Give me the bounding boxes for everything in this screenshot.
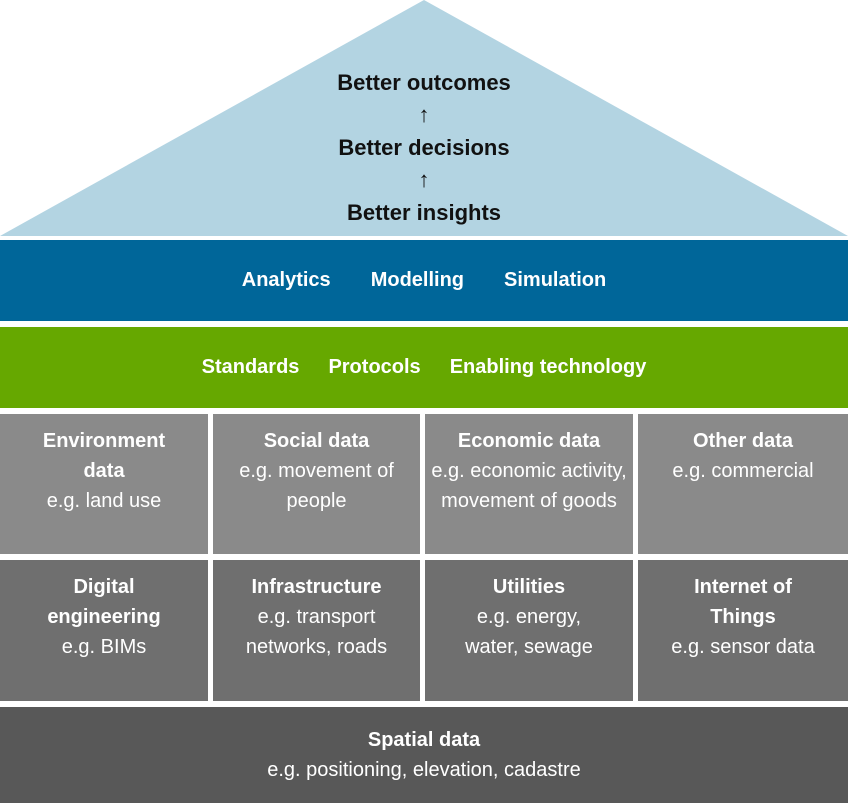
tile-title: Economic data [457, 430, 601, 452]
tile-environment-data: Environment data e.g. land use [0, 414, 208, 554]
roof-decisions-label: Better decisions [338, 135, 510, 160]
tile-title: Utilities [492, 576, 566, 598]
roof-outcomes-label: Better outcomes [337, 70, 511, 95]
tile-example: e.g. sensor data [671, 636, 815, 658]
tile-social-data: Social data e.g. movement of people [213, 414, 420, 554]
tile-example: e.g. BIMs [61, 636, 147, 658]
foundation-spatial-data: Spatial data e.g. positioning, elevation… [0, 707, 848, 803]
foundation-title: Spatial data [367, 729, 481, 751]
band-item-analytics: Analytics [241, 269, 331, 291]
tile-title: Other data [692, 430, 794, 452]
tile-example: e.g. commercial [672, 460, 814, 482]
tile-title: Infrastructure [251, 576, 382, 598]
foundation-example: e.g. positioning, elevation, cadastre [267, 759, 581, 781]
band-item-simulation: Simulation [504, 269, 607, 291]
band-item-enabling-technology: Enabling technology [449, 356, 647, 378]
analytics-band: Analytics Modelling Simulation [0, 240, 848, 321]
band-item-protocols: Protocols [328, 356, 421, 378]
band-item-standards: Standards [201, 356, 300, 378]
tile-utilities: Utilities e.g. energy, water, sewage [425, 560, 633, 701]
tile-internet-of-things: Internet of Things e.g. sensor data [638, 560, 848, 701]
tile-infrastructure: Infrastructure e.g. transport networks, … [213, 560, 420, 701]
tile-title: Internet of Things [694, 576, 792, 628]
tile-digital-engineering: Digital engineering e.g. BIMs [0, 560, 208, 701]
tile-title: Social data [263, 430, 370, 452]
band-item-modelling: Modelling [370, 269, 465, 291]
tile-example: e.g. energy, water, sewage [465, 606, 593, 658]
tile-example: e.g. land use [46, 490, 162, 512]
tile-example: e.g. movement of people [239, 460, 394, 512]
tile-title: Environment data [42, 430, 166, 482]
standards-band: Standards Protocols Enabling technology [0, 327, 848, 408]
tile-example: e.g. economic activity, movement of good… [431, 460, 627, 512]
tile-title: Digital engineering [47, 576, 161, 628]
roof-insights-label: Better insights [346, 200, 502, 225]
up-arrow-icon: ↑ [418, 167, 430, 192]
up-arrow-icon: ↑ [418, 102, 430, 127]
tile-other-data: Other data e.g. commercial [638, 414, 848, 554]
tile-economic-data: Economic data e.g. economic activity, mo… [425, 414, 633, 554]
roof-triangle [0, 0, 848, 236]
tile-example: e.g. transport networks, roads [245, 606, 388, 658]
